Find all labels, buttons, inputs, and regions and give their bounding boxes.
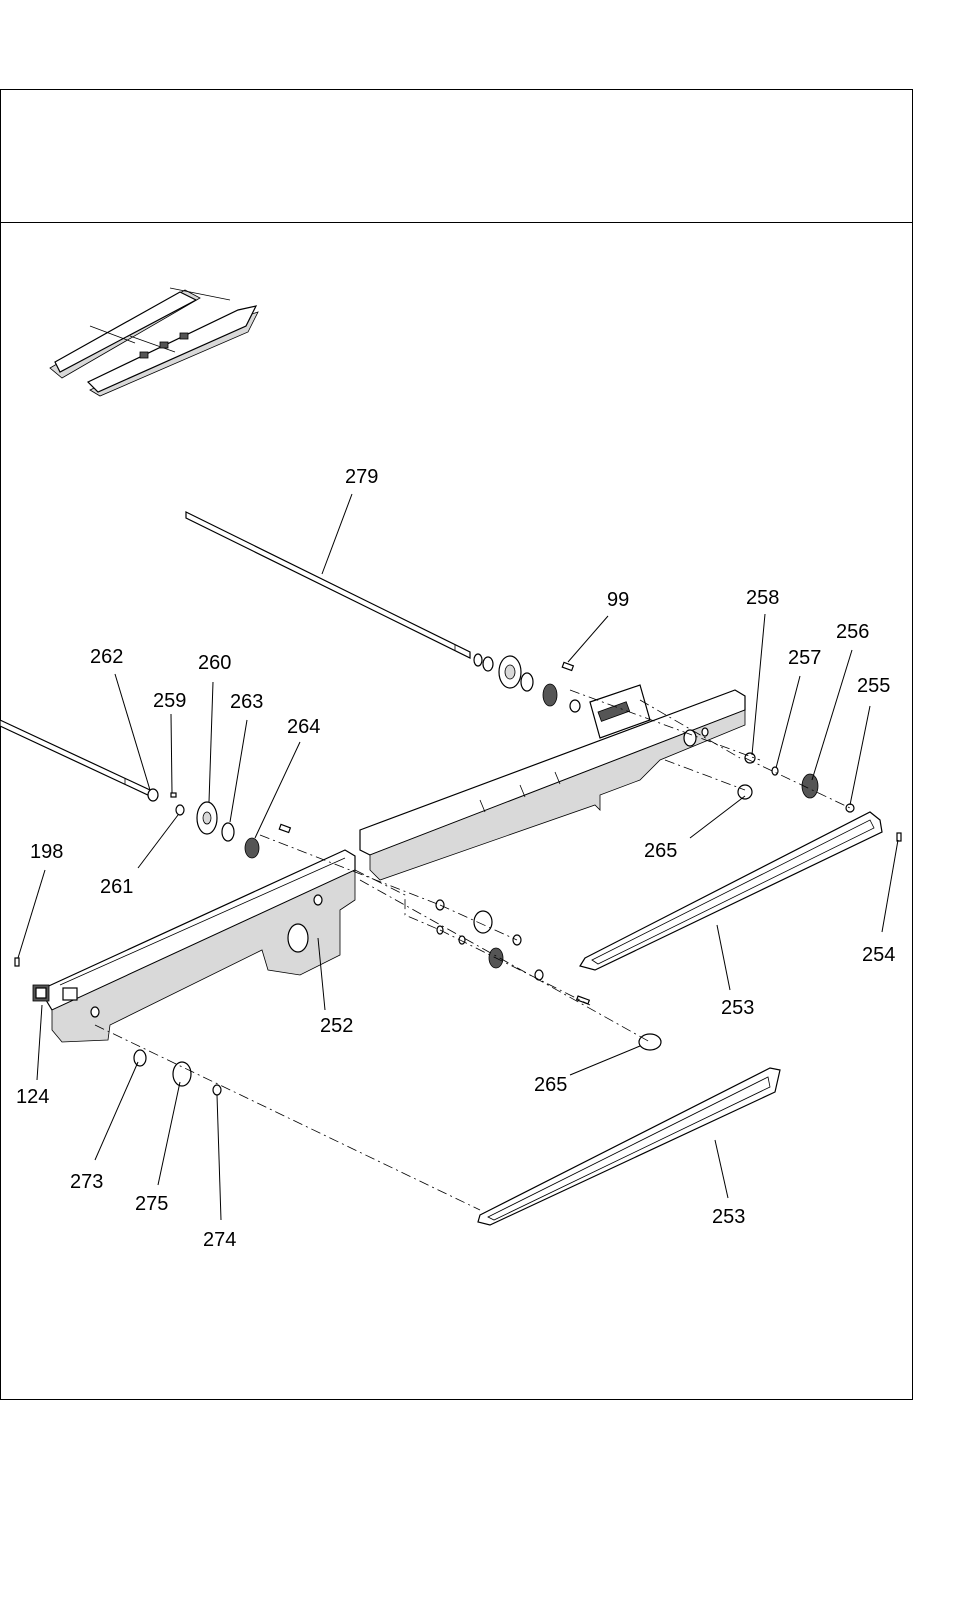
upper-pulley-cluster — [474, 654, 580, 712]
callout-261: 261 — [100, 876, 133, 898]
middle-cluster — [436, 900, 589, 1004]
shaft-279 — [186, 512, 470, 658]
callout-257: 257 — [788, 647, 821, 669]
callout-253-lower: 253 — [712, 1206, 745, 1228]
callout-279: 279 — [345, 466, 378, 488]
callout-275: 275 — [135, 1193, 168, 1215]
callout-265-upper: 265 — [644, 840, 677, 862]
upper-frame-rail — [360, 685, 745, 880]
callout-260: 260 — [198, 652, 231, 674]
callout-256: 256 — [836, 621, 869, 643]
callout-258: 258 — [746, 587, 779, 609]
callout-253-upper: 253 — [721, 997, 754, 1019]
callout-273: 273 — [70, 1171, 103, 1193]
callout-262: 262 — [90, 646, 123, 668]
callout-259: 259 — [153, 690, 186, 712]
locator-thumbnail — [50, 288, 258, 396]
belt-253-lower — [478, 1068, 780, 1225]
callout-254: 254 — [862, 944, 895, 966]
callout-255: 255 — [857, 675, 890, 697]
callout-263: 263 — [230, 691, 263, 713]
callout-124: 124 — [16, 1086, 49, 1108]
callout-274: 274 — [203, 1229, 236, 1251]
left-shaft — [0, 720, 150, 796]
left-pulley-cluster — [148, 789, 290, 858]
callout-265-lower: 265 — [534, 1074, 567, 1096]
callouts: 279 99 258 256 257 255 262 260 259 263 2… — [16, 466, 895, 1251]
callout-198: 198 — [30, 841, 63, 863]
lower-frame-rail-252 — [40, 850, 355, 1042]
callout-264: 264 — [287, 716, 320, 738]
callout-252: 252 — [320, 1015, 353, 1037]
belt-253-upper — [580, 812, 882, 970]
callout-99: 99 — [607, 589, 629, 611]
